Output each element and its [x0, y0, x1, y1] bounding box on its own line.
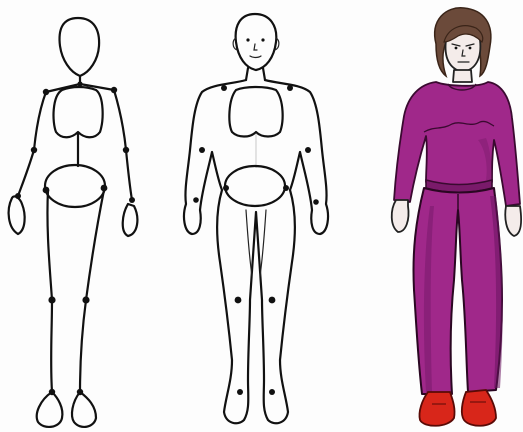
skeleton-right-thigh: [86, 190, 104, 300]
left-shoe: [419, 392, 454, 426]
outline-neck-right: [263, 68, 265, 80]
skeleton-joints: [15, 81, 135, 395]
skeleton-right-forearm: [126, 150, 132, 200]
right-shoe: [462, 390, 496, 426]
skeleton-left-shin: [51, 300, 52, 392]
outline-pelvis: [225, 166, 285, 206]
outline-figure: [184, 14, 328, 423]
skeleton-left-upper-arm: [34, 92, 46, 150]
skeleton-right-shin: [80, 300, 86, 392]
skeleton-left-foot: [37, 392, 63, 427]
clothed-figure: [392, 8, 521, 426]
skeleton-figure: [9, 18, 138, 427]
skeleton-head: [60, 18, 100, 76]
outline-inner-leg-left: [246, 210, 252, 276]
skeleton-left-hand: [9, 196, 25, 234]
woman-left-hand: [392, 200, 409, 232]
skeleton-left-thigh: [47, 190, 52, 300]
skeleton-ribcage: [54, 87, 103, 137]
skeleton-left-forearm: [18, 150, 34, 196]
woman-neck: [453, 70, 472, 82]
outline-face: [246, 38, 264, 57]
skeleton-right-hand: [123, 204, 138, 236]
outline-inner-leg-right: [260, 210, 266, 276]
skeleton-right-upper-arm: [114, 90, 126, 150]
skeleton-pelvis: [45, 165, 105, 207]
outline-head: [236, 14, 277, 70]
woman-right-hand: [505, 206, 521, 236]
outline-neck-left: [246, 68, 248, 80]
outline-ribcage: [229, 87, 282, 137]
skeleton-right-foot: [72, 392, 96, 427]
